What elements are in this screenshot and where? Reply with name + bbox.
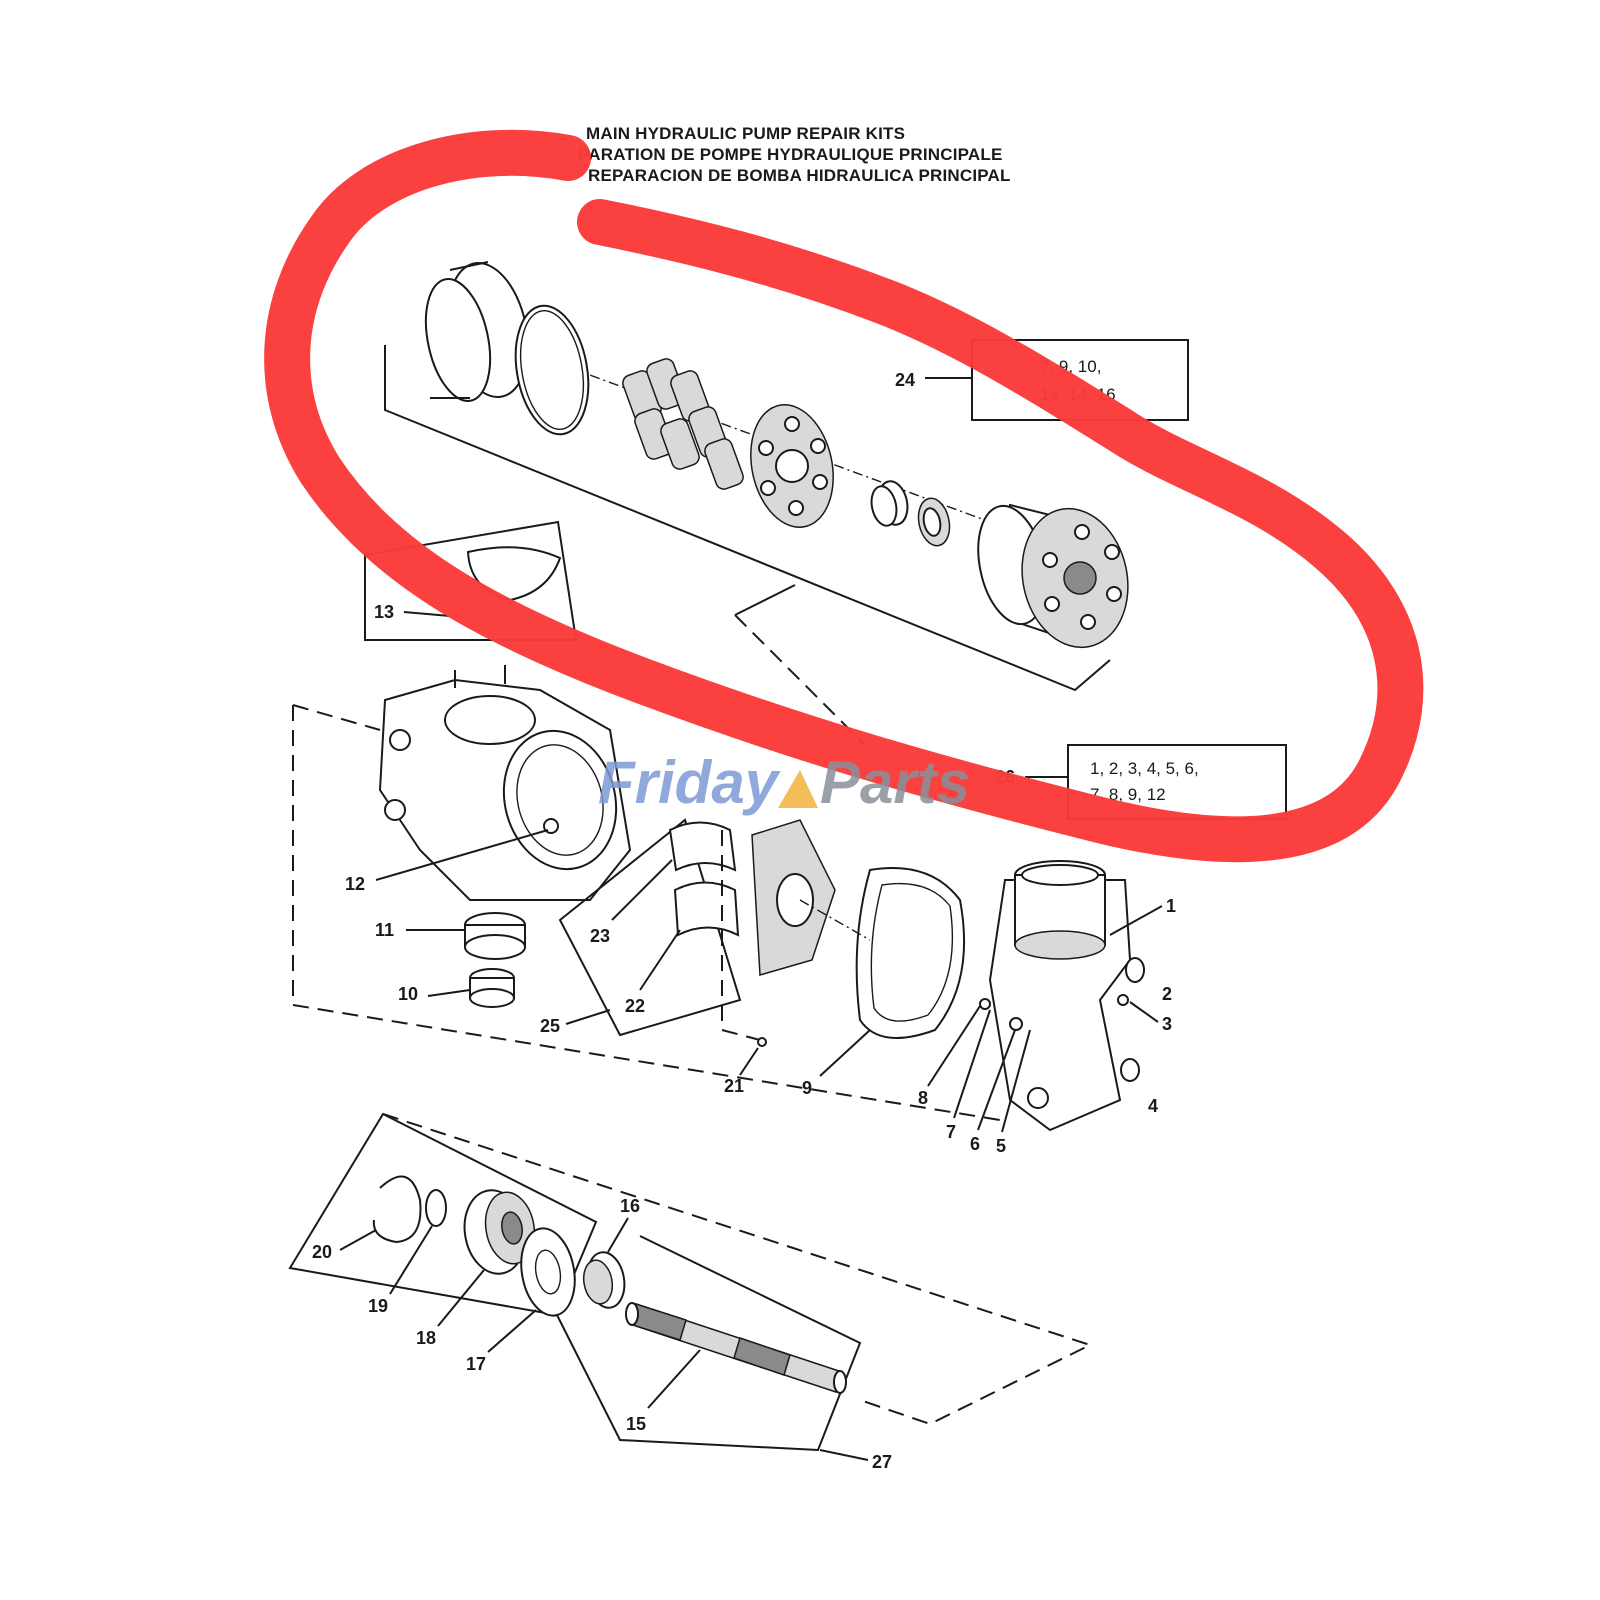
callout-9: 9	[802, 1078, 812, 1098]
kit-leader-dashed	[734, 614, 866, 746]
callout-1-leader	[1109, 905, 1163, 936]
drive-shaft-15-part	[625, 1302, 847, 1394]
diagram-title: MAIN HYDRAULIC PUMP REPAIR KITS PARATION…	[578, 124, 1011, 185]
red-highlight-circle	[264, 129, 1424, 863]
callout-15-leader	[647, 1349, 701, 1409]
callout-18: 18	[416, 1328, 436, 1348]
shaft-kit-dashed-frame	[382, 1113, 1093, 1426]
swash-plate-part	[751, 819, 836, 976]
cylinder-block-part	[977, 503, 1129, 649]
callout-19-leader	[389, 1225, 433, 1295]
spring-part	[917, 497, 951, 547]
callout-17-leader	[487, 1309, 537, 1353]
callout-13-leader	[403, 611, 451, 617]
retainer-plate-part	[750, 404, 834, 528]
callout-3-leader	[1129, 1001, 1159, 1023]
plug-6-part	[1009, 1017, 1023, 1031]
callout-8: 8	[918, 1088, 928, 1108]
callout-3: 3	[1162, 1014, 1172, 1034]
callout-22-leader	[639, 929, 681, 991]
kit-25-box	[558, 818, 742, 1037]
callout-7: 7	[946, 1122, 956, 1142]
pump-housing-part	[378, 665, 632, 901]
callout-27: 27	[872, 1452, 892, 1472]
callout-4: 4	[1148, 1096, 1158, 1116]
callout-20: 20	[312, 1242, 332, 1262]
callout-1: 1	[1166, 896, 1176, 916]
saddle-bearing-23-part	[668, 821, 737, 872]
callout-5: 5	[996, 1136, 1006, 1156]
callout-10-leader	[427, 989, 471, 997]
callout-6: 6	[970, 1134, 980, 1154]
watermark-text-parts: Parts	[820, 749, 970, 816]
callout-15: 15	[626, 1414, 646, 1434]
fridayparts-watermark: Friday Parts	[598, 749, 970, 816]
kit-bracket-tick	[734, 584, 796, 616]
watermark-logo-mark-icon	[778, 770, 818, 808]
callout-7-leader	[953, 1009, 991, 1119]
callout-10: 10	[398, 984, 418, 1004]
title-line-spanish: REPARACION DE BOMBA HIDRAULICA PRINCIPAL	[588, 166, 1011, 185]
callout-25-leader	[565, 1009, 611, 1025]
o-ring-part	[514, 304, 590, 436]
piston-assembly-part	[622, 358, 744, 490]
housing-axis-line	[799, 899, 871, 941]
callout-6-leader	[977, 1029, 1016, 1131]
callout-17: 17	[466, 1354, 486, 1374]
saddle-bearing-22-part	[673, 881, 740, 937]
callout-2: 2	[1162, 984, 1172, 1004]
title-line-english: MAIN HYDRAULIC PUMP REPAIR KITS	[586, 124, 905, 143]
callout-23-leader	[611, 859, 673, 921]
plug-3-part	[1117, 994, 1129, 1006]
callout-16-leader	[607, 1217, 629, 1253]
plug-2-part	[1125, 957, 1145, 983]
snap-ring-20-part	[372, 1175, 422, 1244]
pin-21-dashed	[721, 830, 761, 1041]
pin-21-part	[757, 1037, 767, 1047]
callout-5-leader	[1001, 1029, 1031, 1133]
callout-20-leader	[339, 1229, 377, 1251]
callout-27-leader	[819, 1449, 869, 1461]
callout-21: 21	[724, 1076, 744, 1096]
kit26-items-line1: 1, 2, 3, 4, 5, 6,	[1090, 759, 1199, 778]
callout-25: 25	[540, 1016, 560, 1036]
end-cover-part	[988, 860, 1132, 1132]
bearing-ring-part	[424, 261, 529, 402]
callout-9-leader	[819, 1029, 871, 1077]
drive-shaft-kit-group: 20 19 18 17 16	[288, 1112, 1093, 1472]
shaft-seal-16-part	[582, 1251, 626, 1309]
gasket-9-part	[855, 867, 966, 1039]
plug-4-part	[1120, 1058, 1140, 1082]
callout-18-leader	[437, 1269, 485, 1327]
callout-21-leader	[739, 1047, 759, 1076]
watermark-text-friday: Friday	[598, 749, 781, 816]
housing-dashed-frame	[292, 705, 1001, 1121]
callout-12-leader	[375, 829, 549, 881]
pump-housing-group: 12 11 10 23 22 25 21	[292, 665, 1287, 1156]
rotating-group-kit: 24 7, 9, 10, 13, 14, 16	[384, 261, 1189, 746]
gasket-13-group: 13	[364, 520, 578, 641]
washer-17-part	[520, 1227, 576, 1317]
callout-23: 23	[590, 926, 610, 946]
callout-13: 13	[374, 602, 394, 622]
valve-cap-11-part	[464, 912, 526, 960]
valve-plug-10-part	[469, 968, 515, 1008]
ball-bearing-18-part	[463, 1189, 536, 1275]
callout-12: 12	[345, 874, 365, 894]
plug-8-part	[979, 998, 991, 1010]
callout-22: 22	[625, 996, 645, 1016]
callout-11: 11	[375, 920, 394, 940]
shaft-kit-box	[556, 1235, 862, 1452]
kit-bracket-upper	[384, 345, 1111, 692]
title-line-french: PARATION DE POMPE HYDRAULIQUE PRINCIPALE	[578, 145, 1003, 164]
callout-16: 16	[620, 1196, 640, 1216]
kit24-label: 24	[895, 370, 915, 390]
callout-19: 19	[368, 1296, 388, 1316]
spacer-part	[870, 480, 909, 527]
ring-19-part	[425, 1189, 447, 1227]
callout-8-leader	[927, 1005, 981, 1087]
